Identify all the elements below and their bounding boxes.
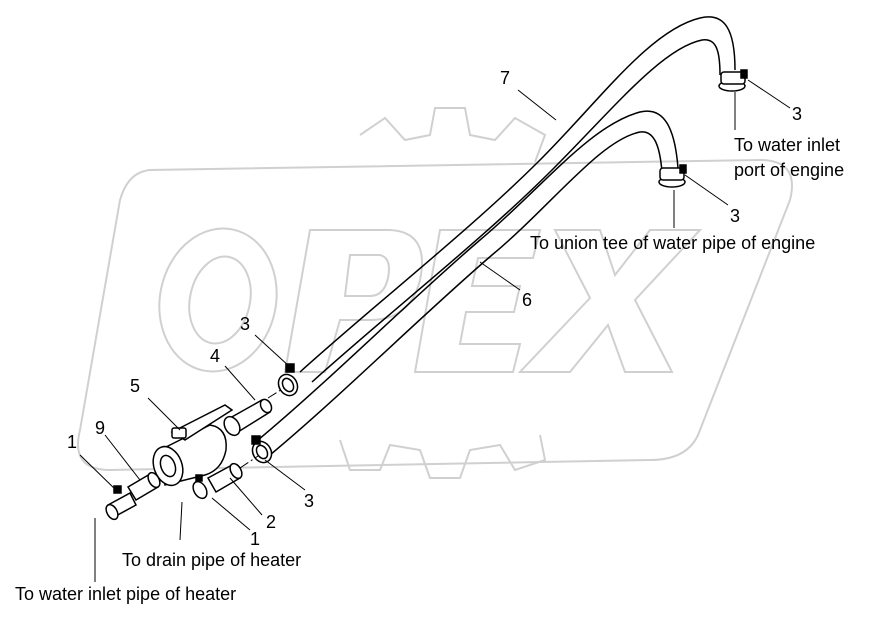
callout-2: 2 — [266, 512, 276, 532]
note-inlet-pipe-heater: To water inlet pipe of heater — [15, 584, 236, 604]
hose-7 — [299, 16, 736, 383]
callout-5: 5 — [130, 376, 140, 396]
callout-9: 9 — [95, 418, 105, 438]
note-water-inlet-line1: To water inlet — [734, 135, 840, 155]
watermark-logo — [77, 107, 793, 479]
note-drain-pipe: To drain pipe of heater — [122, 550, 301, 570]
callout-6: 6 — [522, 290, 532, 310]
hose-6-lower-end — [251, 435, 273, 464]
fitting-1-left — [105, 485, 137, 521]
callout-3-engine-inlet: 3 — [792, 104, 802, 124]
leader-lines — [79, 79, 791, 582]
callout-numbers: 7 3 3 6 3 4 5 9 1 3 2 1 — [67, 68, 802, 549]
note-union-tee: To union tee of water pipe of engine — [530, 233, 815, 253]
callout-3-lower-hose: 3 — [304, 491, 314, 511]
fitting-2 — [192, 462, 243, 500]
callout-3-upper-hose: 3 — [240, 314, 250, 334]
adapter-9 — [126, 471, 161, 502]
destination-notes: To water inlet port of engine To union t… — [15, 135, 844, 604]
hose-end-engine-inlet — [718, 69, 748, 92]
callout-4: 4 — [210, 346, 220, 366]
callout-1-lower: 1 — [250, 529, 260, 549]
callout-1-left: 1 — [67, 432, 77, 452]
callout-7: 7 — [500, 68, 510, 88]
ball-valve-5 — [152, 404, 234, 487]
callout-3-union-tee: 3 — [730, 206, 740, 226]
hose-7-lower-end — [277, 363, 299, 397]
hose-6 — [257, 110, 679, 456]
center-lines — [239, 387, 285, 469]
hose-end-union-tee — [658, 164, 687, 188]
note-water-inlet-line2: port of engine — [734, 160, 844, 180]
nipple-4 — [223, 398, 273, 437]
